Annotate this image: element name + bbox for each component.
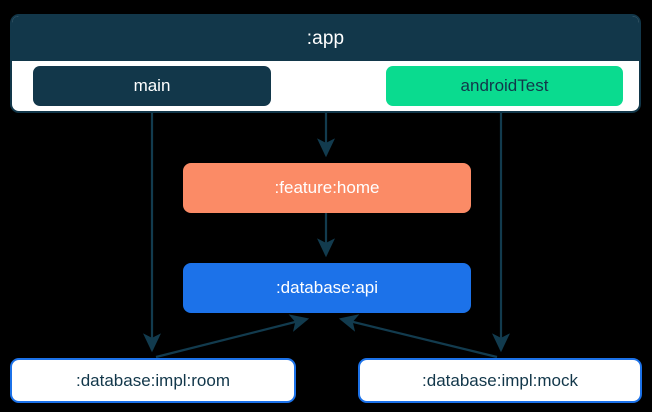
edge-database-impl-room-to-database-api: [155, 314, 310, 359]
edge-database-impl-mock-to-database-api: [338, 314, 498, 359]
node-database-api[interactable]: :database:api: [183, 263, 471, 313]
node-android-test[interactable]: androidTest: [386, 66, 623, 106]
node-database-impl-room[interactable]: :database:impl:room: [10, 358, 296, 403]
node-database-impl-mock-label: :database:impl:mock: [422, 370, 578, 390]
cluster-app-body: main androidTest: [12, 61, 639, 111]
node-feature-home[interactable]: :feature:home: [183, 163, 471, 213]
node-main[interactable]: main: [33, 66, 271, 106]
node-android-test-label: androidTest: [460, 76, 549, 95]
node-database-api-label: :database:api: [275, 278, 379, 297]
cluster-app-title: :app: [12, 16, 639, 61]
node-main-label: main: [133, 76, 171, 95]
cluster-app[interactable]: :app main androidTest: [10, 14, 641, 113]
node-database-impl-room-label: :database:impl:room: [75, 370, 231, 390]
node-database-impl-mock[interactable]: :database:impl:mock: [358, 358, 642, 403]
node-feature-home-label: :feature:home: [274, 178, 380, 197]
